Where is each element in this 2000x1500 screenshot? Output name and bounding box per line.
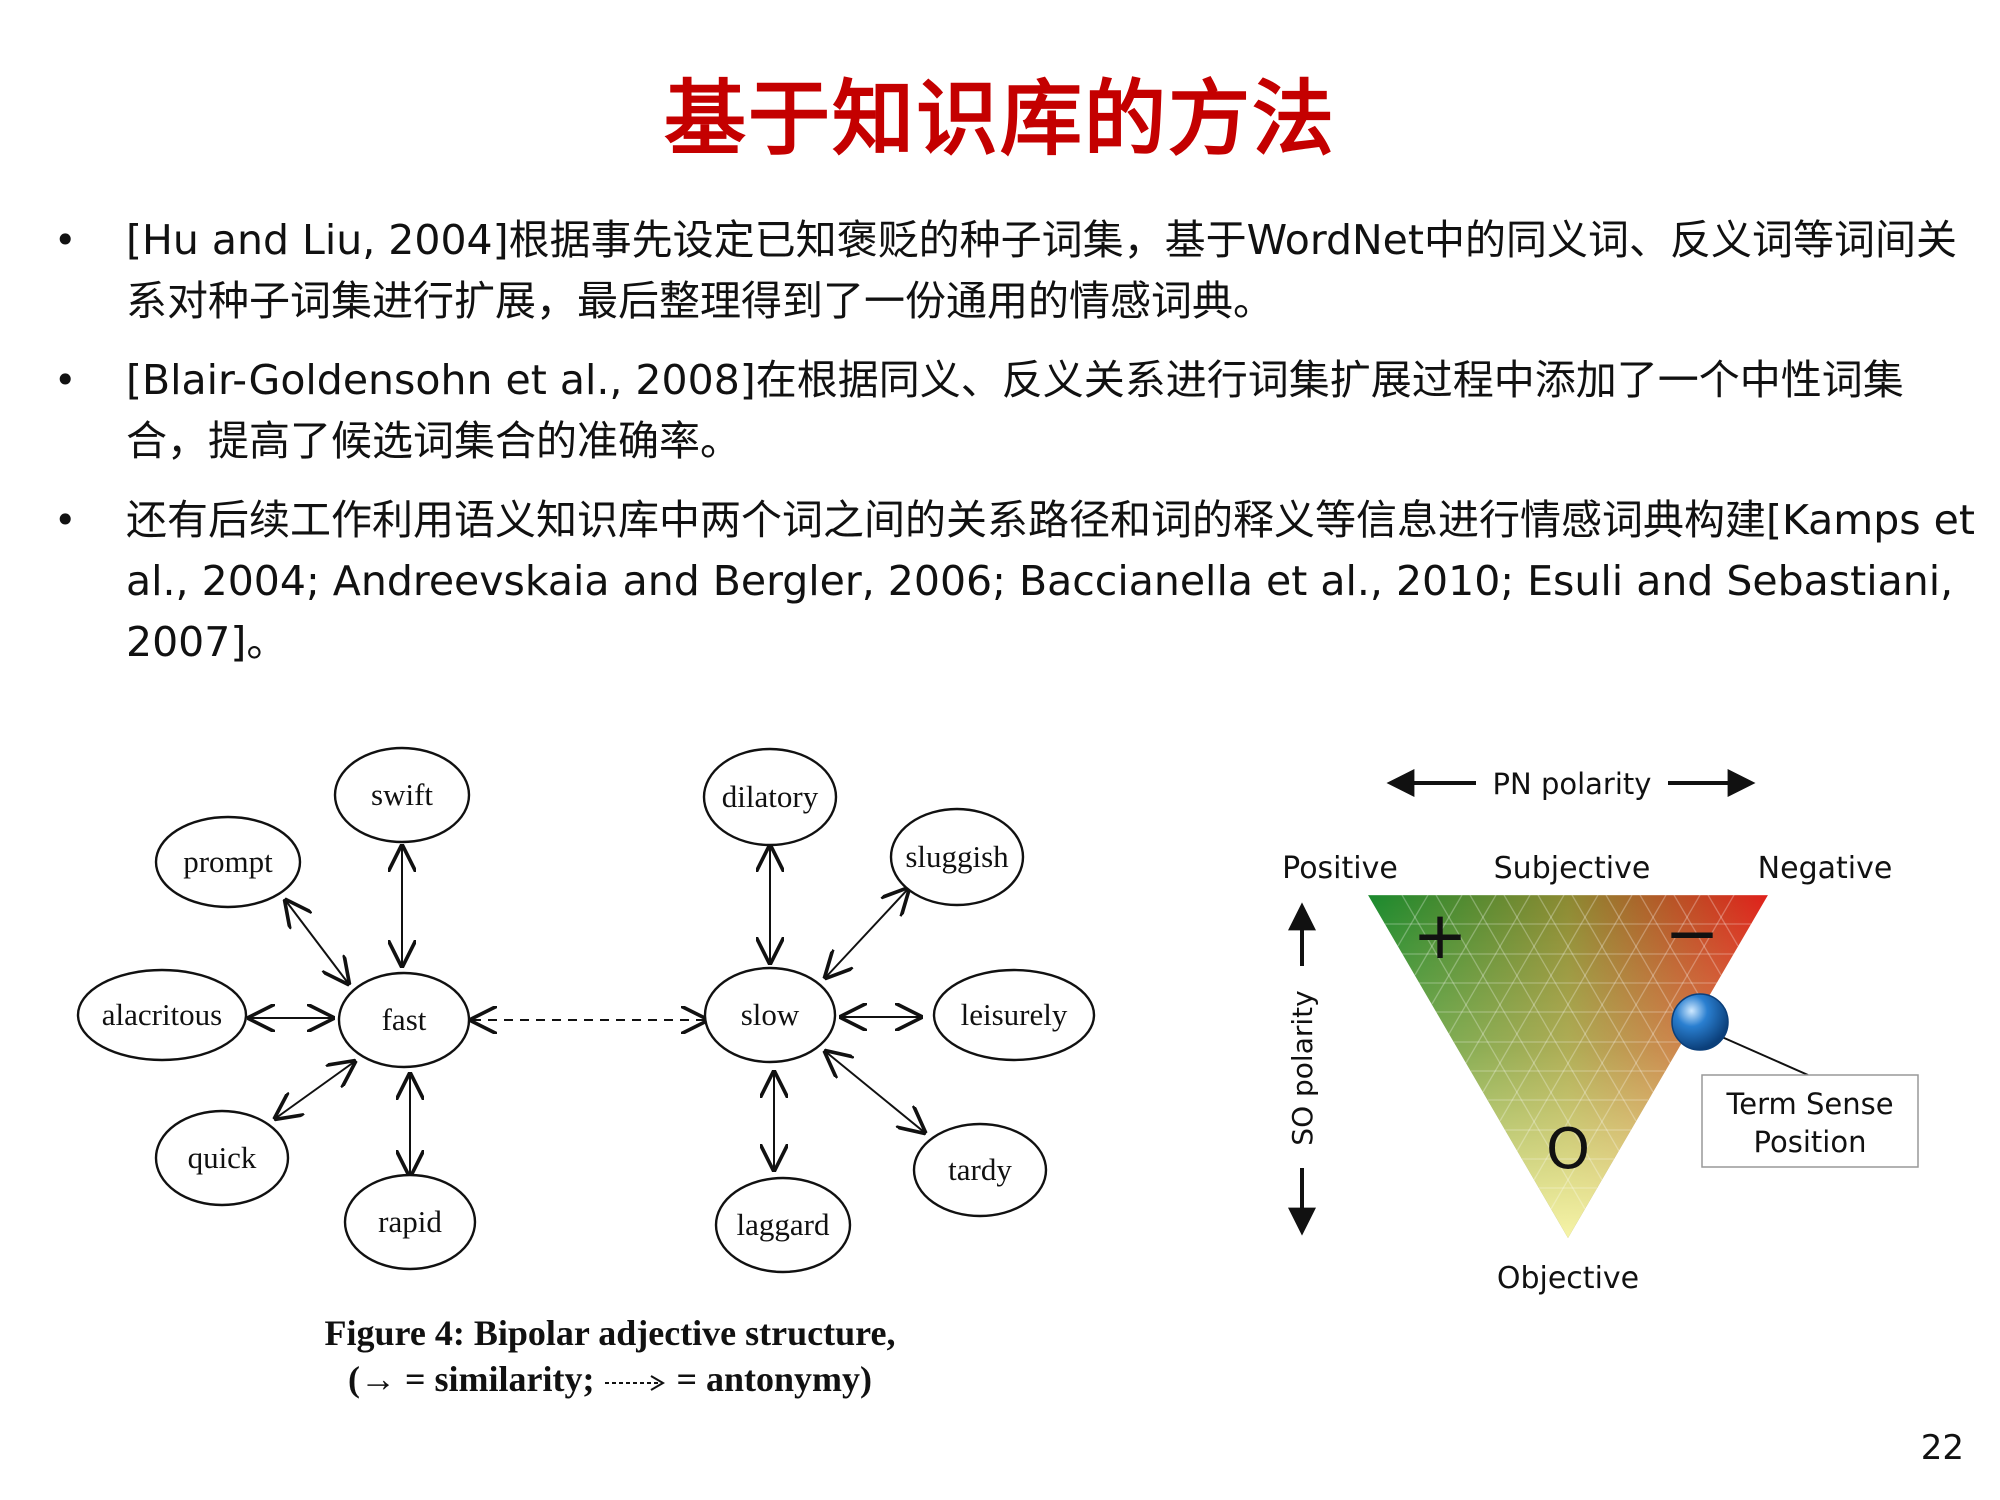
bullet-item: • 还有后续工作利用语义知识库中两个词之间的关系路径和词的释义等信息进行情感词典…: [48, 490, 1978, 673]
node-prompt-ellipse: [154, 815, 302, 909]
node-leisurely-ellipse: [932, 968, 1096, 1062]
slide-title: 基于知识库的方法: [663, 72, 1336, 167]
bullet-text: [Blair-Goldensohn et al., 2008]在根据同义、反义关…: [126, 356, 1904, 465]
edge-fast-prompt: [286, 901, 348, 983]
similarity-arrow-icon: →: [359, 1359, 396, 1399]
polarity-triangle-figure: PN polarity Positive Subjective Negative: [1282, 767, 1919, 1296]
node-rapid-ellipse: [343, 1173, 477, 1271]
node-slow: slow: [741, 997, 800, 1032]
node-rapid: rapid: [378, 1204, 442, 1239]
edge-fast-quick: [276, 1062, 354, 1118]
positive-label: Positive: [1282, 851, 1398, 886]
node-laggard: laggard: [737, 1207, 830, 1242]
so-polarity-label: SO polarity: [1286, 990, 1319, 1145]
bullet-marker: •: [54, 218, 77, 262]
node-swift-ellipse: [333, 746, 471, 844]
bullet-marker: •: [54, 498, 77, 542]
bipolar-adjective-graph: swift prompt alacritous fast quick rapid…: [76, 746, 1096, 1274]
antonymy-dashed-arrow-icon: [605, 1374, 666, 1391]
node-dilatory-ellipse: [702, 747, 838, 847]
triangle-grid: [1368, 894, 1768, 1210]
node-leisurely: leisurely: [961, 997, 1068, 1032]
node-quick: quick: [188, 1140, 257, 1175]
term-sense-box: [1701, 1074, 1919, 1168]
node-dilatory: dilatory: [722, 779, 819, 814]
edge-slow-sluggish: [826, 889, 908, 977]
bullet-text: 还有后续工作利用语义知识库中两个词之间的关系路径和词的释义等信息进行情感词典构建…: [126, 496, 1975, 666]
pn-polarity-label: PN polarity: [1493, 767, 1652, 801]
bullet-list: • [Hu and Liu, 2004]根据事先设定已知褒贬的种子词集，基于Wo…: [48, 210, 1978, 691]
bullet-marker: •: [54, 358, 77, 402]
caption-line-2: (→ = similarity; = antonymy): [347, 1359, 872, 1399]
page-number: 22: [1920, 1428, 1964, 1468]
node-swift: swift: [371, 777, 433, 812]
term-sense-label-line2: Position: [1754, 1125, 1867, 1159]
node-tardy: tardy: [948, 1152, 1012, 1187]
bullet-item: • [Blair-Goldensohn et al., 2008]在根据同义、反…: [48, 350, 1978, 472]
node-sluggish-ellipse: [889, 807, 1025, 907]
bullet-text: [Hu and Liu, 2004]根据事先设定已知褒贬的种子词集，基于Word…: [126, 216, 1957, 325]
node-prompt: prompt: [183, 844, 273, 879]
edge-slow-tardy: [826, 1052, 924, 1132]
negative-label: Negative: [1758, 851, 1893, 886]
caption-line-1: Figure 4: Bipolar adjective structure,: [324, 1313, 896, 1353]
objective-label: Objective: [1497, 1261, 1639, 1296]
bullet-item: • [Hu and Liu, 2004]根据事先设定已知褒贬的种子词集，基于Wo…: [48, 210, 1978, 332]
node-alacritous-ellipse: [76, 968, 248, 1062]
node-fast: fast: [382, 1002, 427, 1037]
node-fast-ellipse: [337, 971, 471, 1069]
node-laggard-ellipse: [714, 1176, 852, 1274]
objective-gradient: [1368, 895, 1768, 1238]
node-slow-ellipse: [703, 966, 837, 1064]
minus-symbol: −: [1664, 895, 1719, 972]
term-sense-label-line1: Term Sense: [1725, 1087, 1893, 1121]
term-sense-marker: [1671, 993, 1729, 1051]
node-tardy-ellipse: [912, 1122, 1048, 1218]
subjective-label: Subjective: [1494, 851, 1651, 886]
node-quick-ellipse: [154, 1109, 290, 1207]
node-sluggish: sluggish: [905, 839, 1009, 874]
zero-symbol: O: [1546, 1117, 1590, 1182]
plus-symbol: +: [1412, 897, 1467, 974]
figure-caption: Figure 4: Bipolar adjective structure, (…: [260, 1310, 960, 1402]
node-alacritous: alacritous: [102, 997, 223, 1032]
